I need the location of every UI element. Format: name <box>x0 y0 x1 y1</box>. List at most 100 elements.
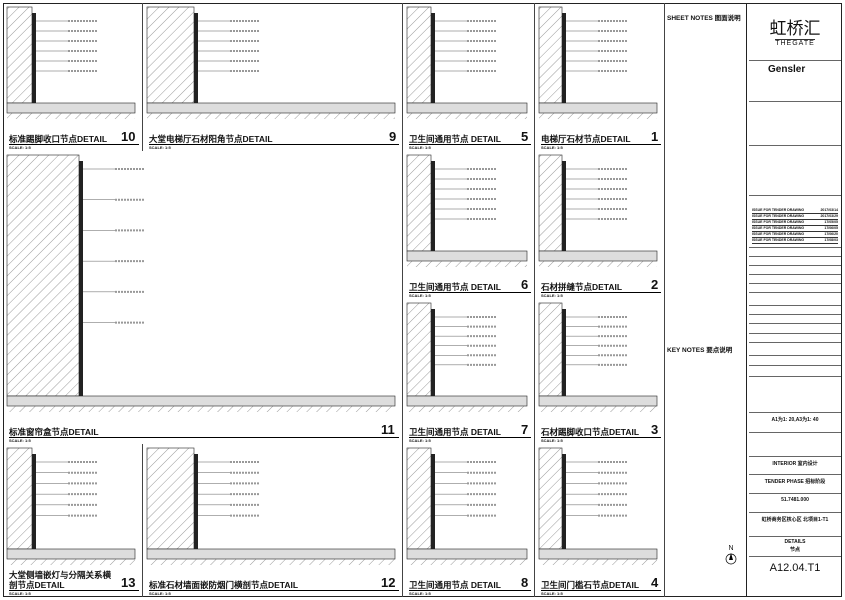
detail-scale: SCALE: 1:5 <box>9 438 31 443</box>
detail-number: 6 <box>521 277 529 292</box>
issue-desc: ISSUE FOR TENDER DRAWING <box>752 220 805 224</box>
detail-title: 电梯厅石材节点DETAIL <box>541 134 645 144</box>
detail-scale: SCALE: 1:5 <box>149 591 171 596</box>
issue-date: 17/06/20 <box>824 232 838 236</box>
detail-number: 3 <box>651 422 659 437</box>
detail-title: 标准踢脚收口节点DETAIL <box>9 134 115 144</box>
detail-number: 2 <box>651 277 659 292</box>
detail-number: 4 <box>651 575 659 590</box>
detail-scale: SCALE: 1:5 <box>541 591 563 596</box>
detail-drawing <box>6 6 136 119</box>
detail-title: 大堂侧墙嵌灯与分隔关系横剖节点DETAIL <box>9 570 115 590</box>
logo-cn: 虹桥汇 <box>769 19 821 39</box>
detail-scale: SCALE: 1:5 <box>409 145 431 150</box>
divider <box>749 355 841 356</box>
drawing-title-en: DETAILS <box>784 539 806 545</box>
detail-panel-5 <box>403 3 535 151</box>
detail-title-rule <box>9 437 399 438</box>
detail-title-rule <box>149 590 399 591</box>
divider <box>749 556 841 557</box>
detail-drawing <box>146 447 396 565</box>
detail-drawing <box>406 302 528 412</box>
detail-scale: SCALE: 1:5 <box>9 145 31 150</box>
detail-number: 12 <box>381 575 396 590</box>
detail-number: 9 <box>389 129 397 144</box>
drawing-title-cn: 节点 <box>789 547 800 553</box>
detail-title: 卫生间通用节点 DETAIL <box>409 427 515 437</box>
detail-title: 卫生间通用节点 DETAIL <box>409 134 515 144</box>
detail-scale: SCALE: 1:5 <box>409 293 431 298</box>
detail-panel-8 <box>403 444 535 597</box>
detail-scale: SCALE: 1:5 <box>541 293 563 298</box>
detail-panel-11 <box>3 151 403 444</box>
detail-scale: SCALE: 1:5 <box>409 438 431 443</box>
detail-title: 卫生间门槛石节点DETAIL <box>541 580 645 590</box>
logo-en: THEGATE <box>775 39 815 47</box>
issue-desc: ISSUE FOR TENDER DRAWING <box>752 226 805 230</box>
architect-name: Gensler <box>768 64 806 75</box>
detail-number: 1 <box>651 129 659 144</box>
detail-drawing <box>406 154 528 267</box>
detail-drawing <box>6 447 136 565</box>
detail-panel-13 <box>3 444 143 597</box>
detail-panel-3 <box>535 299 665 444</box>
detail-drawing <box>6 154 396 412</box>
detail-panel-4 <box>535 444 665 597</box>
detail-number: 10 <box>121 129 136 144</box>
divider <box>749 323 841 324</box>
divider <box>749 432 841 433</box>
divider <box>749 365 841 366</box>
detail-title: 标准石材墙面嵌防烟门横剖节点DETAIL <box>149 580 375 590</box>
detail-number: 11 <box>381 422 395 437</box>
north-label: N <box>728 545 734 552</box>
issue-date: 17/06/05 <box>824 226 838 230</box>
detail-scale: SCALE: 1:5 <box>409 591 431 596</box>
issue-row: ISSUE FOR TENDER DRAWING 17/06/20 <box>752 232 838 238</box>
detail-title-rule <box>409 437 531 438</box>
detail-title-rule <box>149 144 399 145</box>
detail-title: 卫生间通用节点 DETAIL <box>409 580 515 590</box>
detail-scale: SCALE: 1:5 <box>9 591 31 596</box>
divider <box>749 274 841 275</box>
detail-panel-6 <box>403 151 535 299</box>
detail-panel-9 <box>143 3 403 151</box>
scale-value: A1为1: 20,A3为1: 40 <box>771 417 819 423</box>
detail-title: 大堂电梯厅石材阳角节点DETAIL <box>149 134 383 144</box>
detail-title-rule <box>9 590 139 591</box>
detail-title: 标准窗帘盒节点DETAIL <box>9 427 375 437</box>
divider <box>749 195 841 196</box>
phase: TENDER PHASE 招标阶段 <box>764 479 826 485</box>
discipline: INTERIOR 室内设计 <box>772 461 818 467</box>
divider <box>749 292 841 293</box>
detail-drawing <box>406 447 528 565</box>
issue-row: ISSUE FOR TENDER DRAWING 17/06/05 <box>752 226 838 232</box>
detail-drawing <box>538 154 658 267</box>
detail-title-rule <box>9 144 139 145</box>
detail-panel-1 <box>535 3 665 151</box>
title-block-border <box>746 3 842 597</box>
issue-desc: ISSUE FOR TENDER DRAWING <box>752 232 805 236</box>
detail-number: 5 <box>521 129 529 144</box>
detail-number: 7 <box>521 422 529 437</box>
detail-scale: SCALE: 1:5 <box>541 145 563 150</box>
divider <box>749 314 841 315</box>
detail-title-rule <box>409 590 531 591</box>
detail-number: 8 <box>521 575 529 590</box>
detail-title-rule <box>409 292 531 293</box>
divider <box>749 101 841 102</box>
divider <box>749 60 841 61</box>
project-number: 51.7481.000 <box>781 497 809 503</box>
detail-drawing <box>538 302 658 412</box>
detail-title-rule <box>541 437 661 438</box>
detail-title-rule <box>541 144 661 145</box>
divider <box>749 305 841 306</box>
issue-date: 17/08/03 <box>824 238 838 242</box>
north-arrow-icon <box>725 553 737 565</box>
divider <box>749 283 841 284</box>
issue-date: 2017/03/14 <box>820 208 838 212</box>
divider <box>749 512 841 513</box>
detail-title-rule <box>541 292 661 293</box>
divider <box>749 536 841 537</box>
divider <box>749 456 841 457</box>
